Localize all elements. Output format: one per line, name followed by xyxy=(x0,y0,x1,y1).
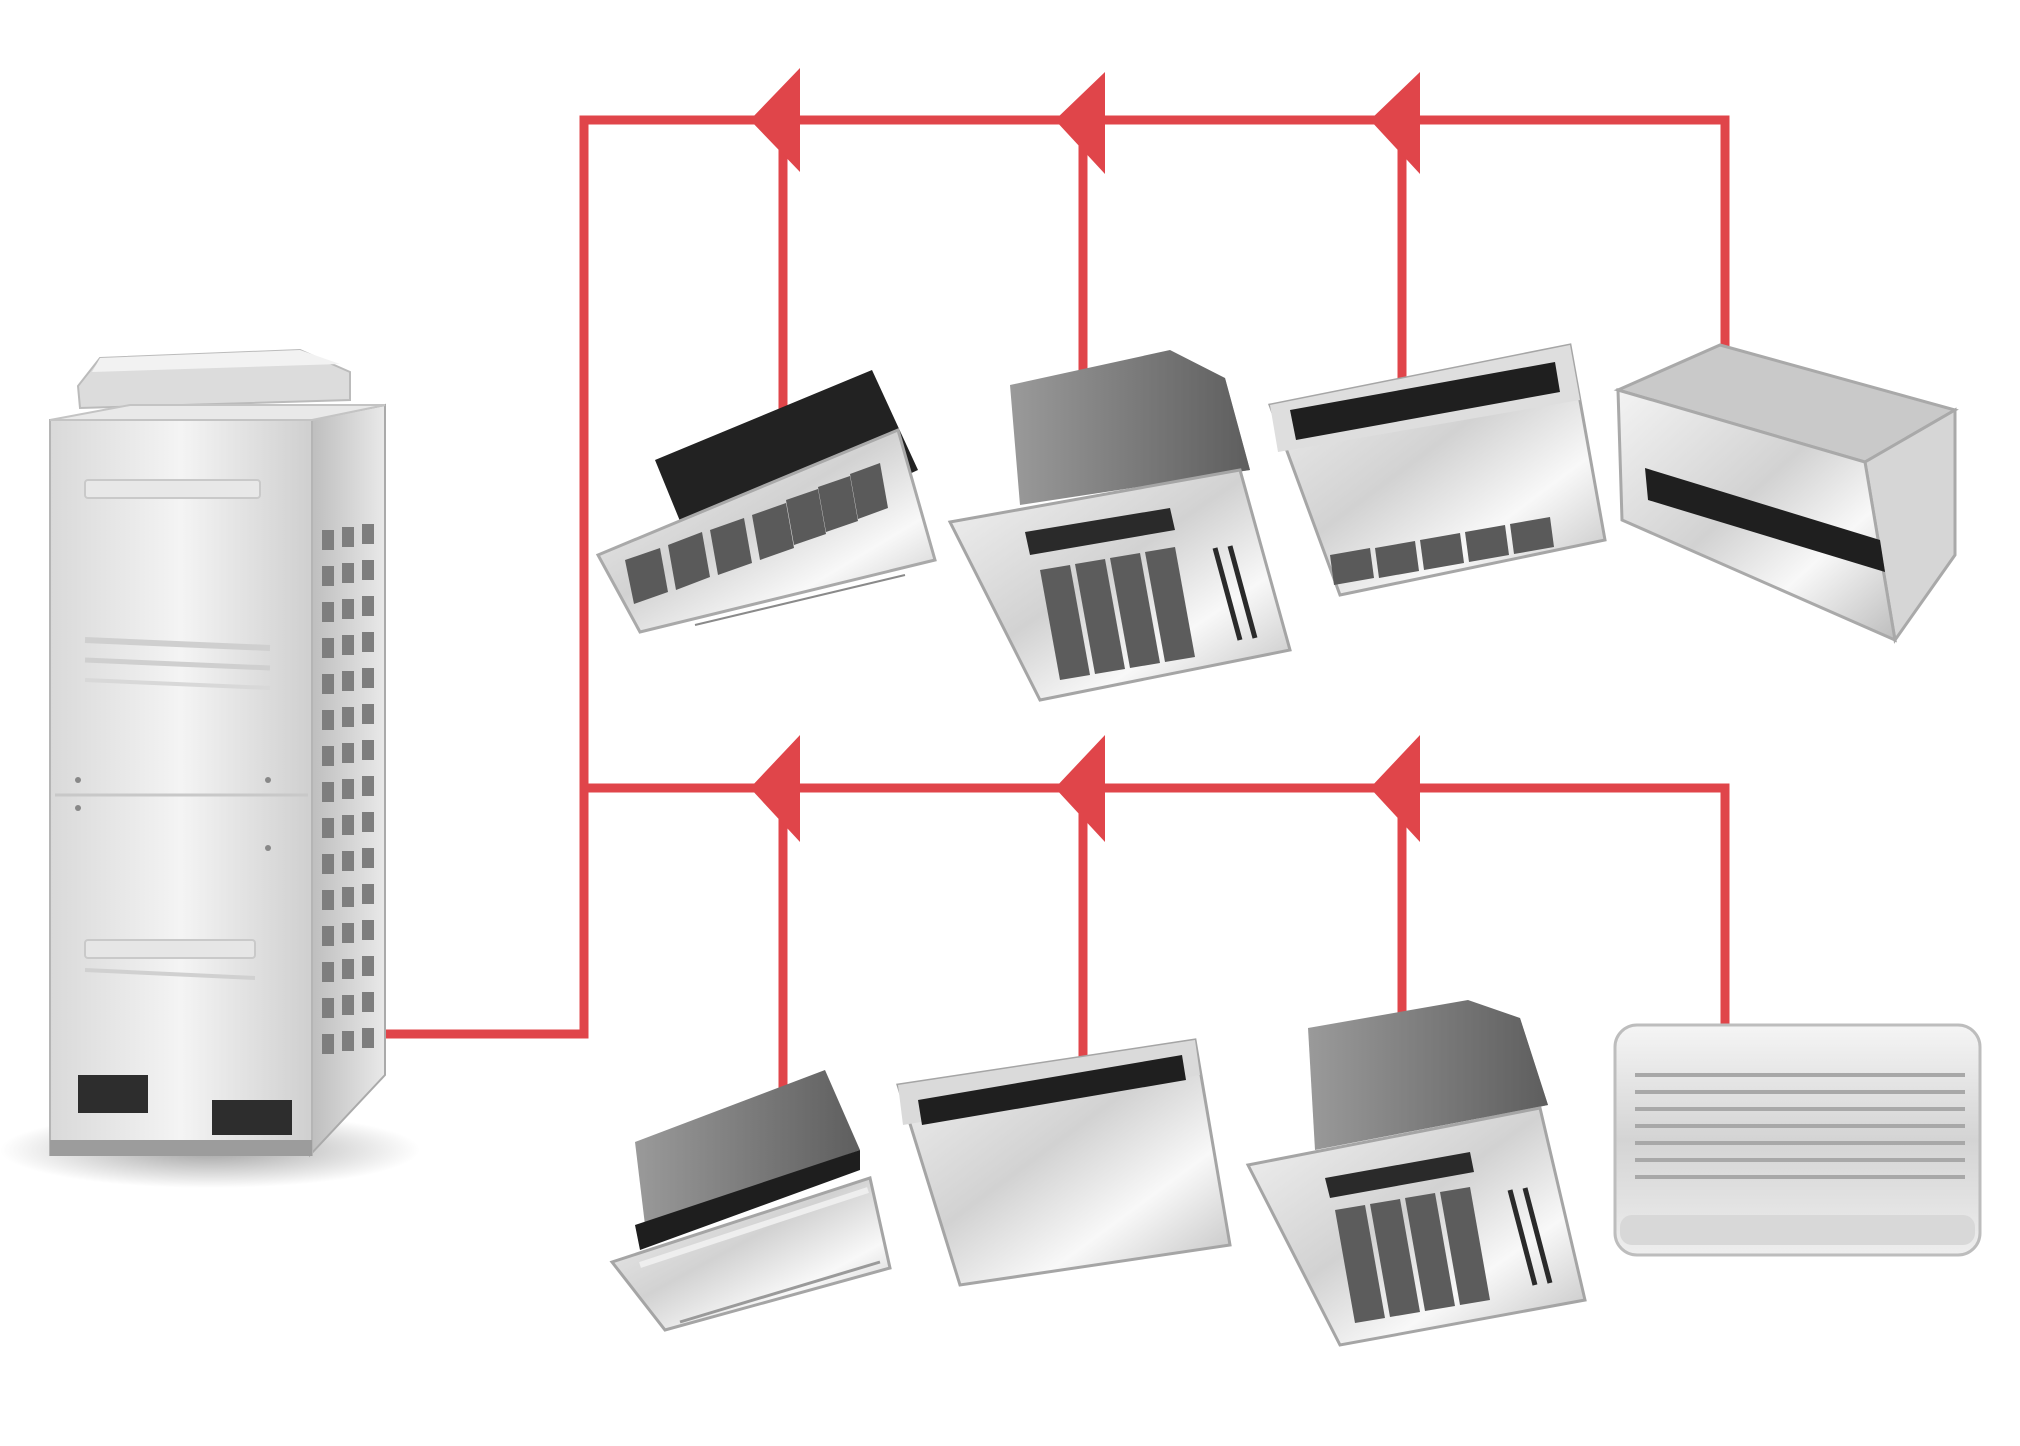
side-grille xyxy=(322,524,374,1054)
flow-arrow-icon xyxy=(1370,72,1420,174)
side-slats xyxy=(1212,545,1258,641)
four-way-cassette-unit xyxy=(595,370,937,634)
unit-panel xyxy=(609,1176,892,1332)
outlet-slot xyxy=(1645,468,1885,572)
base-vent-right xyxy=(212,1100,292,1135)
front-handle-bottom xyxy=(84,939,256,959)
grille xyxy=(1335,1187,1490,1323)
slim-ceiling-unit xyxy=(896,1038,1232,1287)
unit-box xyxy=(1308,1000,1548,1150)
display-slot xyxy=(1025,508,1175,555)
outlet-slot xyxy=(1290,362,1560,440)
ceiling-suspended-unit xyxy=(1267,343,1607,597)
flow-arrow-icon xyxy=(1055,735,1105,842)
one-way-cassette-unit xyxy=(609,1070,892,1332)
main-trunk-pipe xyxy=(380,115,1730,1039)
flow-arrow-icon xyxy=(750,68,800,172)
side-slats xyxy=(1507,1187,1553,1286)
flow-arrow-icon xyxy=(1370,735,1420,842)
grille xyxy=(625,463,888,604)
ceiling-cassette-unit xyxy=(947,350,1292,702)
unit-box xyxy=(1010,350,1250,505)
flow-arrow-icon xyxy=(750,735,800,842)
outdoor-unit xyxy=(0,348,420,1188)
base-vent-left xyxy=(78,1075,148,1113)
front-panel xyxy=(49,419,313,1156)
ducted-unit xyxy=(1613,343,1959,644)
refrigerant-piping xyxy=(380,115,1730,1090)
unit-box xyxy=(635,1070,860,1225)
grille xyxy=(1040,547,1195,680)
display-slot xyxy=(1325,1152,1474,1198)
front-handle-top xyxy=(84,479,261,499)
louvers xyxy=(1635,1073,1965,1179)
lower-branch-pipe xyxy=(579,783,1730,1035)
wall-mounted-unit xyxy=(1613,1023,1982,1257)
flow-arrows xyxy=(750,68,1420,842)
unit-body xyxy=(1613,1023,1982,1257)
outlet-slot xyxy=(918,1055,1186,1125)
flow-arrow-icon xyxy=(1055,72,1105,174)
ceiling-cassette-unit-2 xyxy=(1245,1000,1587,1347)
grille xyxy=(1330,517,1554,585)
